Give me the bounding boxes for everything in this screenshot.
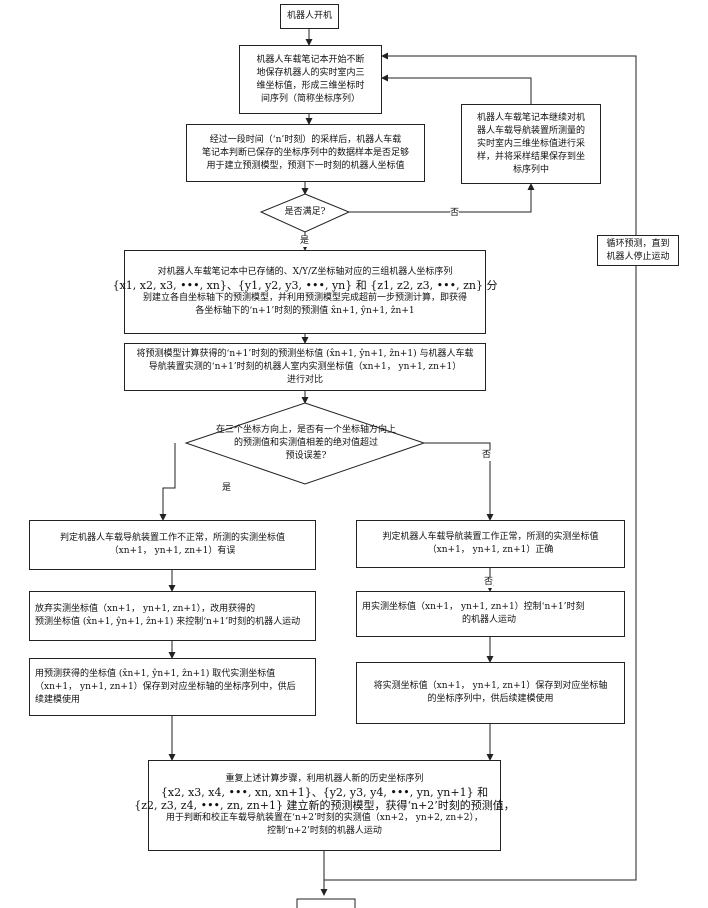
b3-line-2: 别建立各自坐标轴下的预测模型，并利用预测模型完成超前一步预测计算，即获得 xyxy=(143,292,467,305)
start-label: 机器人开机 xyxy=(287,10,332,23)
resample-line-3: 样，并将采样结果保存到坐 xyxy=(477,151,585,164)
use-prediction-box: 放弃实测坐标值（xn+1， yn+1, zn+1），改用获得的 预测坐标值 (x… xyxy=(29,591,316,641)
L1-line-1: （xn+1， yn+1, zn+1）有误 xyxy=(110,545,236,558)
repeat-steps-box: 重复上述计算步骤，利用机器人新的历史坐标序列 {x2, x3, x4, •••,… xyxy=(148,760,501,851)
record-coordinates-box: 机器人车载笔记本开始不断 地保存机器人的实时室内三 维坐标值，形成三维坐标时 间… xyxy=(239,45,382,114)
b3-line-1: {x1, x2, x3, •••, xn}、{y1, y2, y3, •••, … xyxy=(113,279,498,292)
bottom-line-3: 用于判断和校正车载导航装置在‘n+2’时刻的实测值（xn+2， yn+2, zn… xyxy=(166,812,483,825)
start-box: 机器人开机 xyxy=(280,4,339,29)
b1-line-2: 维坐标值，形成三维坐标时 xyxy=(256,80,364,93)
decision-1-label: 是否满足? xyxy=(285,206,326,219)
b2-line-2: 用于建立预测模型，预测下一时刻的机器人坐标值 xyxy=(206,160,404,173)
arrow-d2-no-R1 xyxy=(424,443,490,520)
decision-1-no-label: 否 xyxy=(450,208,459,219)
L1-line-0: 判定机器人车载导航装置工作不正常，所测的实测坐标值 xyxy=(60,532,285,545)
sample-check-box: 经过一段时间（‘n’时刻）的采样后，机器人车载 笔记本判断已保存的坐标序列中的数… xyxy=(186,124,425,182)
decision-2-text: 在三个坐标方向上，是否有一个坐标轴方向上 的预测值和实测值相差的绝对值超过 预设… xyxy=(206,423,406,463)
compare-box: 将预测模型计算获得的‘n+1’时刻的预测坐标值 (x̂n+1, ŷn+1, ẑn… xyxy=(124,343,486,391)
end-box-stub xyxy=(297,899,355,908)
decision-1-yes-label: 是 xyxy=(300,236,309,247)
R2-line-0: 用实测坐标值（xn+1， yn+1, zn+1）控制‘n+1’时刻 xyxy=(362,601,584,614)
b1-line-0: 机器人车载笔记本开始不断 xyxy=(256,54,364,67)
bottom-line-0: 重复上述计算步骤，利用机器人新的历史坐标序列 xyxy=(225,773,423,786)
loop-line-0: 循环预测，直到 xyxy=(606,238,669,251)
R1-no-label: 否 xyxy=(484,577,493,588)
R1-line-0: 判定机器人车载导航装置工作正常，所测的实测坐标值 xyxy=(382,531,598,544)
L3-line-2: 续建模使用 xyxy=(35,694,80,707)
bottom-line-2: {z2, z3, z4, •••, zn, zn+1} 建立新的预测模型，获得‘… xyxy=(134,799,515,812)
b4-line-0: 将预测模型计算获得的‘n+1’时刻的预测坐标值 (x̂n+1, ŷn+1, ẑn… xyxy=(136,348,473,361)
b2-line-0: 经过一段时间（‘n’时刻）的采样后，机器人车载 xyxy=(210,134,402,147)
L3-line-0: 用预测获得的坐标值 (x̂n+1, ŷn+1, ẑn+1) 取代实测坐标值 xyxy=(35,668,275,681)
d2-line-2: 预设误差? xyxy=(286,450,327,463)
build-models-box: 对机器人车载笔记本中已存储的、X/Y/Z坐标轴对应的三组机器人坐标序列 {x1,… xyxy=(124,250,486,334)
d2-line-0: 在三个坐标方向上，是否有一个坐标轴方向上 xyxy=(216,424,396,437)
R3-line-0: 将实测坐标值（xn+1， yn+1, zn+1）保存到对应坐标轴 xyxy=(374,680,608,693)
decision-2-no-label: 否 xyxy=(482,450,491,461)
resample-box: 机器人车载笔记本继续对机 器人车载导航装置所测量的 实时室内三维坐标值进行采 样… xyxy=(461,104,601,184)
loop-line-1: 机器人停止运动 xyxy=(606,251,669,264)
R1-line-1: （xn+1， yn+1, zn+1）正确 xyxy=(428,544,554,557)
decision-1-text: 是否满足? xyxy=(265,205,345,219)
replace-measured-box: 用预测获得的坐标值 (x̂n+1, ŷn+1, ẑn+1) 取代实测坐标值 （x… xyxy=(29,658,316,716)
b1-line-1: 地保存机器人的实时室内三 xyxy=(256,67,364,80)
arrow-resample-b1 xyxy=(382,78,531,104)
R2-line-1: 的机器人运动 xyxy=(362,614,516,627)
resample-line-4: 标序列中 xyxy=(513,164,549,177)
L2-line-0: 放弃实测坐标值（xn+1， yn+1, zn+1），改用获得的 xyxy=(35,603,255,616)
b3-line-3: 各坐标轴下的‘n+1’时刻的预测值 x̂n+1, ŷn+1, ẑn+1 xyxy=(195,305,414,318)
b4-line-2: 进行对比 xyxy=(287,374,323,387)
save-measured-box: 将实测坐标值（xn+1， yn+1, zn+1）保存到对应坐标轴 的坐标序列中，… xyxy=(356,662,625,724)
bottom-line-1: {x2, x3, x4, •••, xn, xn+1}、{y2, y3, y4,… xyxy=(161,786,488,799)
b1-line-3: 间序列（简称坐标序列） xyxy=(261,93,360,106)
resample-line-0: 机器人车载笔记本继续对机 xyxy=(477,112,585,125)
arrow-no-resample xyxy=(349,184,531,212)
L2-line-1: 预测坐标值 (x̂n+1, ŷn+1, ẑn+1) 来控制‘n+1’时刻的机器人… xyxy=(35,616,300,629)
use-measured-box: 用实测坐标值（xn+1， yn+1, zn+1）控制‘n+1’时刻 的机器人运动 xyxy=(356,591,625,637)
resample-line-2: 实时室内三维坐标值进行采 xyxy=(477,138,585,151)
b2-line-1: 笔记本判断已保存的坐标序列中的数据样本是否足够 xyxy=(202,147,409,160)
abnormal-box: 判定机器人车载导航装置工作不正常，所测的实测坐标值 （xn+1， yn+1, z… xyxy=(29,520,316,570)
arrow-d2-yes-L1 xyxy=(163,443,175,520)
resample-line-1: 器人车载导航装置所测量的 xyxy=(477,125,585,138)
R3-line-1: 的坐标序列中，供后续建模使用 xyxy=(427,693,553,706)
b4-line-1: 导航装置实测的‘n+1’时刻的机器人室内实测坐标值（xn+1， yn+1, zn… xyxy=(149,361,461,374)
normal-box: 判定机器人车载导航装置工作正常，所测的实测坐标值 （xn+1， yn+1, zn… xyxy=(356,520,625,568)
loop-box: 循环预测，直到 机器人停止运动 xyxy=(597,235,679,266)
bottom-line-4: 控制‘n+2’时刻的机器人运动 xyxy=(267,825,382,838)
L3-line-1: （xn+1， yn+1, zn+1）保存到对应坐标轴的坐标序列中，供后 xyxy=(35,681,296,694)
d2-line-1: 的预测值和实测值相差的绝对值超过 xyxy=(234,437,378,450)
decision-2-yes-label: 是 xyxy=(222,483,231,494)
b3-line-0: 对机器人车载笔记本中已存储的、X/Y/Z坐标轴对应的三组机器人坐标序列 xyxy=(158,266,453,279)
